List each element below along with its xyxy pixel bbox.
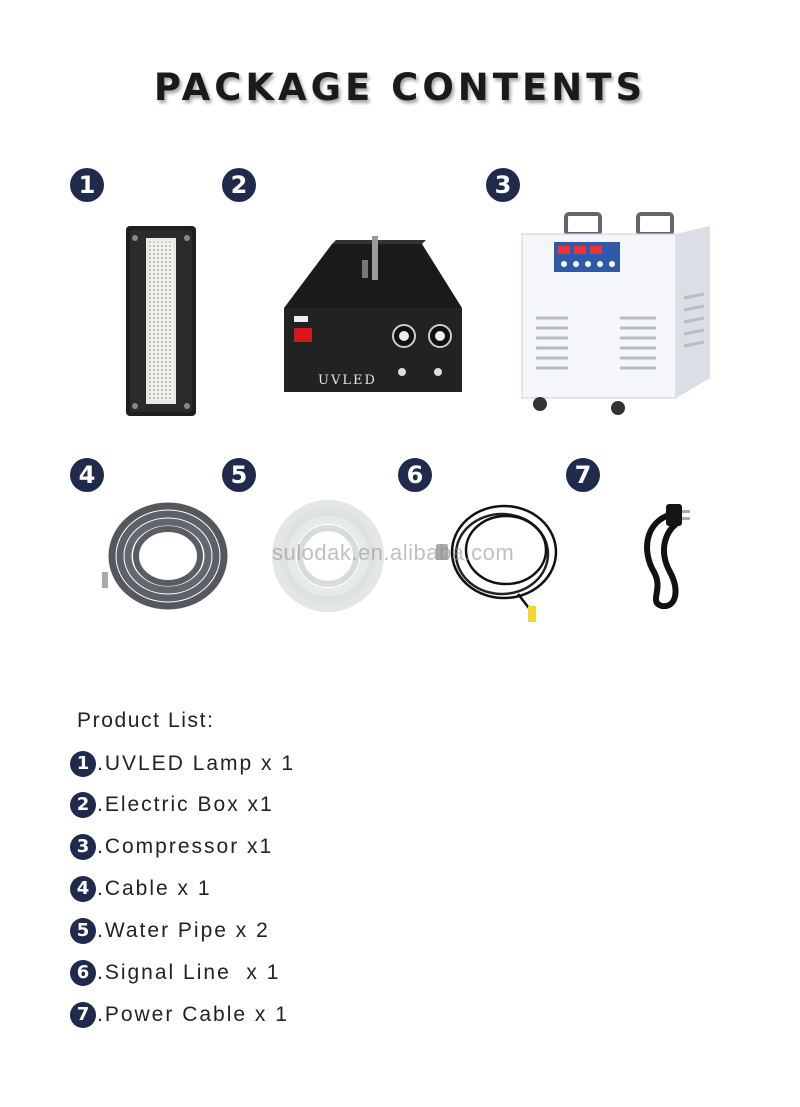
list-item-text: .Power Cable x 1 [97,1003,289,1026]
badge-3: 3 [486,168,520,202]
badge-4: 4 [70,458,104,492]
badge-5: 5 [222,458,256,492]
page-title: PACKAGE CONTENTS [153,66,647,109]
list-item-text: .Cable x 1 [97,877,212,900]
cable-coil-image [100,498,230,614]
compressor-image [516,208,714,418]
list-item: 2 .Electric Box x1 [70,790,274,820]
badge-2: 2 [222,168,256,202]
badge-1: 1 [70,168,104,202]
uvled-lamp-image [124,224,198,418]
list-number-badge: 1 [70,751,96,777]
list-item: 6 .Signal Line x 1 [70,958,280,988]
list-item: 1 .UVLED Lamp x 1 [70,749,295,779]
list-item: 5 .Water Pipe x 2 [70,916,270,946]
list-item: 3 .Compressor x1 [70,832,273,862]
list-number-badge: 6 [70,960,96,986]
list-item: 7 .Power Cable x 1 [70,1000,289,1030]
list-number-badge: 4 [70,876,96,902]
watermark: sulodak.en.alibaba.com [272,540,515,565]
water-pipe-image [272,498,384,614]
list-number-badge: 7 [70,1002,96,1028]
signal-line-image [434,500,562,626]
list-item-text: .UVLED Lamp x 1 [97,752,296,775]
uvled-label: UVLED [318,373,377,388]
list-item: 4 .Cable x 1 [70,874,212,904]
list-number-badge: 5 [70,918,96,944]
list-number-badge: 3 [70,834,96,860]
list-item-text: .Compressor x1 [97,835,274,858]
product-list-header: Product List: [77,709,215,732]
electric-box-image: UVLED [276,236,472,400]
list-number-badge: 2 [70,792,96,818]
badge-6: 6 [398,458,432,492]
list-item-text: .Signal Line x 1 [97,961,281,984]
list-item-text: .Electric Box x1 [97,793,274,816]
list-item-text: .Water Pipe x 2 [97,919,270,942]
power-cable-image [636,502,692,610]
badge-7: 7 [566,458,600,492]
